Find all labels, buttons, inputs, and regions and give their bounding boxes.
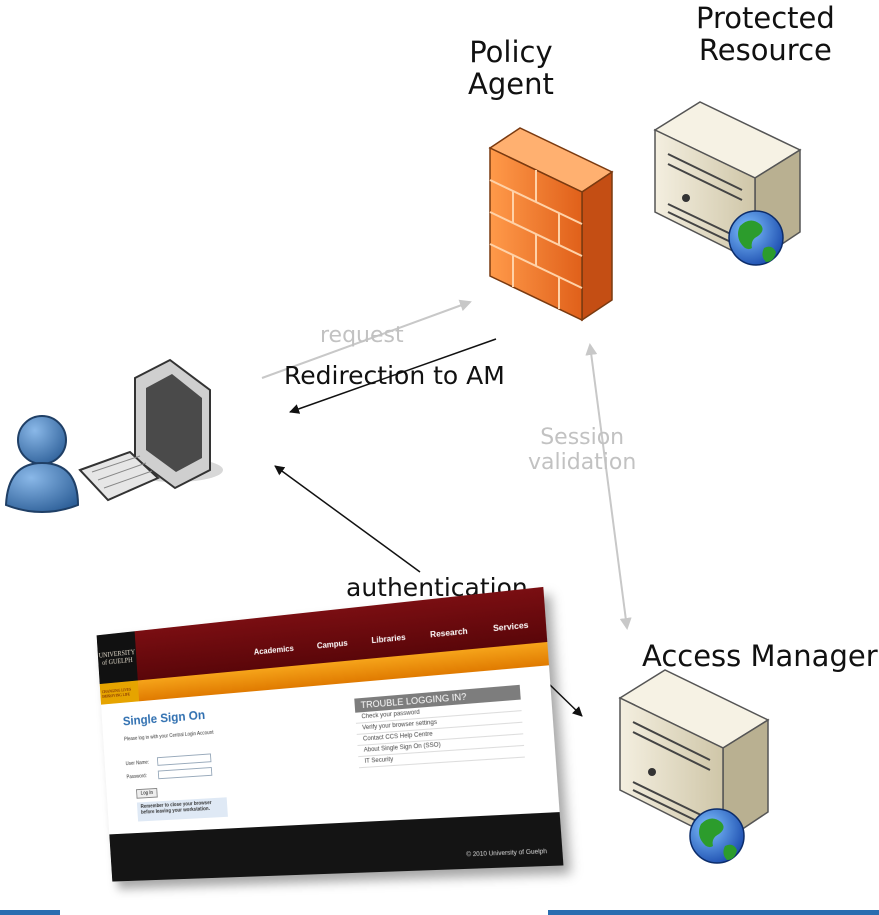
- request-arrow: [261, 299, 472, 379]
- sso-intro: Please log in with your Central Login Ac…: [123, 729, 214, 743]
- bottom-bar: [548, 910, 879, 915]
- username-input: [156, 753, 212, 766]
- password-input: [157, 766, 213, 780]
- login-page-screenshot: UNIVERSITY of GUELPH Academics Campus Li…: [96, 586, 564, 882]
- sso-title: Single Sign On: [122, 707, 206, 729]
- policy-agent-label: Policy Agent: [468, 35, 554, 102]
- redirection-arrow: [289, 338, 497, 414]
- session-validation-arrow: [585, 343, 632, 630]
- redirection-label: Redirection to AM: [284, 361, 505, 390]
- trouble-panel: TROUBLE LOGGING IN? Check your password …: [354, 684, 525, 769]
- password-label: Password:: [126, 773, 148, 781]
- login-to-am-arrow: [547, 682, 583, 717]
- session-validation-label: Session validation: [528, 425, 637, 475]
- access-manager-label: Access Manager: [642, 639, 878, 673]
- bottom-bar-left: [0, 910, 60, 915]
- username-label: User Name:: [125, 759, 150, 768]
- university-logo: UNIVERSITY of GUELPH: [96, 631, 138, 685]
- close-browser-note: Remember to close your browser before le…: [136, 797, 228, 822]
- request-label: request: [320, 323, 404, 348]
- firewall-icon: [488, 127, 614, 322]
- user-computer-icon: [4, 358, 223, 513]
- server-globe-icon: [618, 669, 770, 864]
- copyright-text: © 2010 University of Guelph: [466, 848, 548, 859]
- server-globe-icon: [653, 101, 802, 266]
- authentication-arrow: [274, 465, 421, 573]
- login-button: Log In: [136, 787, 158, 799]
- protected-resource-label: Protected Resource: [696, 1, 835, 68]
